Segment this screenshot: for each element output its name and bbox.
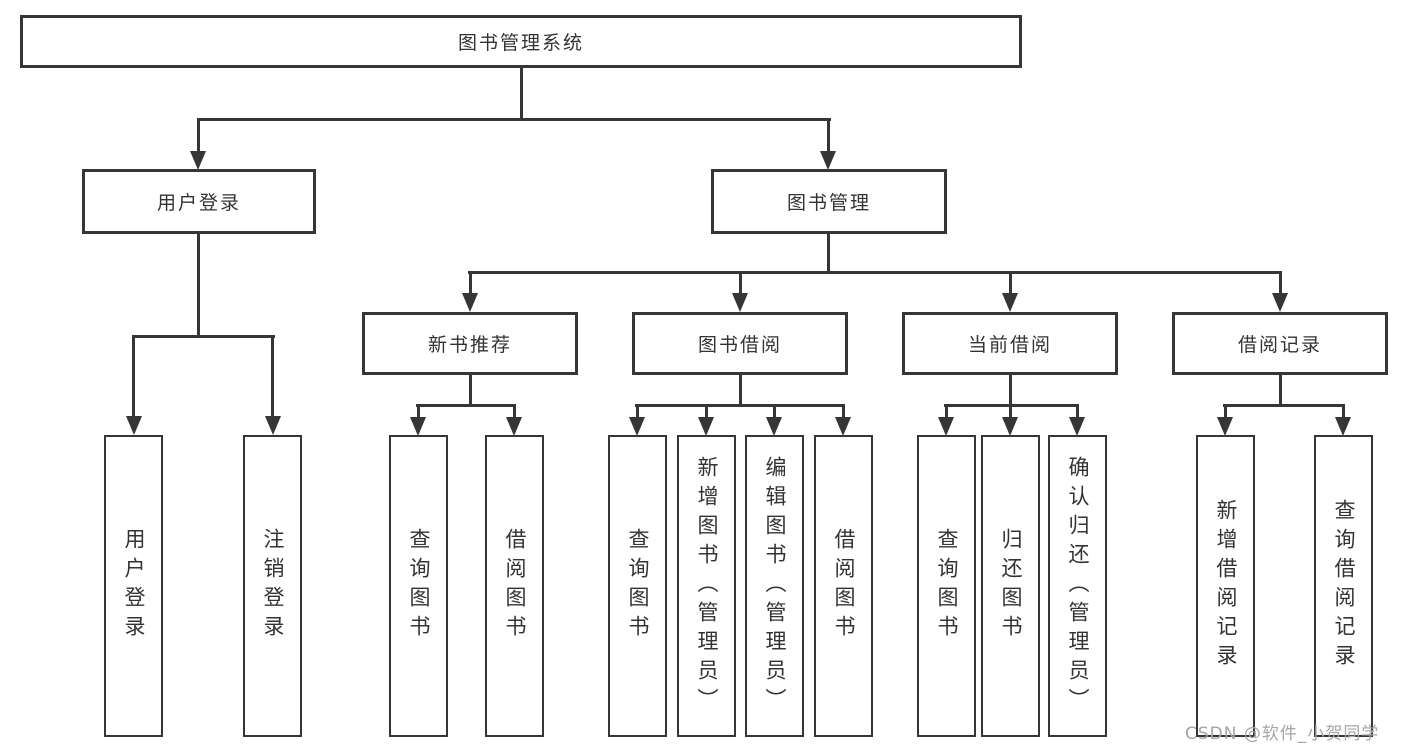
connector-group1-trunk	[739, 375, 742, 407]
leaf-return-book-label: 归还图书	[999, 528, 1023, 644]
arrow-down-book-borrow	[732, 293, 748, 312]
connector-stem-g0-leaf0	[417, 404, 420, 419]
connector-group3-hline	[1223, 404, 1345, 407]
leaf-query-borrow-record-label: 查询借阅记录	[1332, 499, 1356, 673]
leaf-add-book-admin-label: 新增图书（管理员）	[695, 455, 719, 717]
leaf-borrow-books-recommend: 借阅图书	[485, 435, 544, 737]
node-user-login-branch: 用户登录	[82, 169, 316, 234]
arrow-down-g0-leaf0	[410, 417, 426, 436]
leaf-add-borrow-record: 新增借阅记录	[1196, 435, 1255, 737]
arrow-down-new-book	[462, 293, 478, 312]
connector-stem-book-borrow	[739, 271, 742, 295]
connector-stem-leaf-logout	[271, 335, 274, 417]
arrow-down-leaf-user-login	[126, 416, 142, 435]
arrow-down-g2-leaf0	[938, 417, 954, 436]
connector-stem-current-borrow	[1009, 271, 1012, 295]
arrow-down-book-management	[820, 151, 836, 170]
arrow-down-g1-leaf0	[629, 417, 645, 436]
arrow-down-g1-leaf2	[766, 417, 782, 436]
connector-group0-hline	[416, 404, 516, 407]
connector-stem-g1-leaf1	[705, 404, 708, 419]
node-borrow-records-label: 借阅记录	[1237, 334, 1322, 356]
leaf-query-books-current: 查询图书	[917, 435, 976, 737]
arrow-down-g3-leaf1	[1335, 417, 1351, 436]
node-book-management: 图书管理	[711, 169, 947, 234]
leaf-query-books-borrow: 查询图书	[608, 435, 667, 737]
arrow-down-g2-leaf1	[1002, 417, 1018, 436]
connector-stem-g2-leaf2	[1076, 404, 1079, 419]
node-borrow-records: 借阅记录	[1172, 312, 1388, 375]
node-user-login-branch-label: 用户登录	[156, 192, 241, 214]
connector-stem-user-login	[197, 118, 200, 152]
leaf-query-borrow-record: 查询借阅记录	[1314, 435, 1373, 737]
connector-group2-trunk	[1009, 375, 1012, 407]
node-root-label: 图书管理系统	[457, 32, 584, 54]
arrow-down-g1-leaf1	[698, 417, 714, 436]
leaf-query-books-current-label: 查询图书	[935, 528, 959, 644]
leaf-user-login: 用户登录	[104, 435, 163, 737]
arrow-down-g2-leaf2	[1069, 417, 1085, 436]
connector-level1-hline	[197, 118, 831, 121]
leaf-confirm-return-admin: 确认归还（管理员）	[1048, 435, 1107, 737]
node-root-library-system: 图书管理系统	[20, 15, 1022, 68]
arrow-down-borrow-records	[1272, 293, 1288, 312]
arrow-down-g1-leaf3	[835, 417, 851, 436]
connector-user-login-hline	[132, 335, 275, 338]
connector-stem-g3-leaf1	[1342, 404, 1345, 419]
connector-stem-leaf-user-login	[132, 335, 135, 417]
node-book-management-label: 图书管理	[786, 192, 871, 214]
arrow-down-g3-leaf0	[1217, 417, 1233, 436]
leaf-add-borrow-record-label: 新增借阅记录	[1214, 499, 1238, 673]
node-book-borrow: 图书借阅	[632, 312, 848, 375]
connector-group3-trunk	[1279, 375, 1282, 407]
connector-stem-g0-leaf1	[513, 404, 516, 419]
connector-group0-trunk	[469, 375, 472, 407]
node-new-book-recommend: 新书推荐	[362, 312, 578, 375]
arrow-down-leaf-logout	[265, 416, 281, 435]
leaf-edit-book-admin: 编辑图书（管理员）	[745, 435, 804, 737]
connector-root-trunk	[520, 67, 523, 119]
leaf-logout-label: 注销登录	[261, 528, 285, 644]
connector-stem-borrow-records	[1279, 271, 1282, 295]
connector-stem-book-management	[827, 118, 830, 152]
leaf-add-book-admin: 新增图书（管理员）	[677, 435, 736, 737]
csdn-watermark: CSDN @软件_小贺同学	[1185, 724, 1380, 744]
node-current-borrow: 当前借阅	[902, 312, 1118, 375]
connector-group1-hline	[635, 404, 845, 407]
leaf-edit-book-admin-label: 编辑图书（管理员）	[763, 455, 787, 717]
arrow-down-g0-leaf1	[506, 417, 522, 436]
leaf-query-books-borrow-label: 查询图书	[626, 528, 650, 644]
node-new-book-recommend-label: 新书推荐	[427, 334, 512, 356]
connector-stem-g3-leaf0	[1224, 404, 1227, 419]
leaf-logout: 注销登录	[243, 435, 302, 737]
connector-user-login-trunk	[197, 234, 200, 338]
connector-stem-new-book	[469, 271, 472, 295]
node-book-borrow-label: 图书借阅	[697, 334, 782, 356]
connector-book-management-trunk	[827, 234, 830, 274]
arrow-down-current-borrow	[1002, 293, 1018, 312]
leaf-borrow-books: 借阅图书	[814, 435, 873, 737]
connector-stem-g2-leaf1	[1009, 404, 1012, 419]
leaf-query-books-recommend-label: 查询图书	[407, 528, 431, 644]
leaf-borrow-books-recommend-label: 借阅图书	[503, 528, 527, 644]
arrow-down-user-login	[190, 151, 206, 170]
connector-stem-g2-leaf0	[945, 404, 948, 419]
leaf-borrow-books-label: 借阅图书	[832, 528, 856, 644]
node-current-borrow-label: 当前借阅	[967, 334, 1052, 356]
connector-stem-g1-leaf2	[773, 404, 776, 419]
connector-level3-hline	[468, 271, 1282, 274]
leaf-return-book: 归还图书	[981, 435, 1040, 737]
leaf-confirm-return-admin-label: 确认归还（管理员）	[1066, 455, 1090, 717]
leaf-query-books-recommend: 查询图书	[389, 435, 448, 737]
connector-stem-g1-leaf0	[636, 404, 639, 419]
leaf-user-login-label: 用户登录	[122, 528, 146, 644]
connector-stem-g1-leaf3	[842, 404, 845, 419]
